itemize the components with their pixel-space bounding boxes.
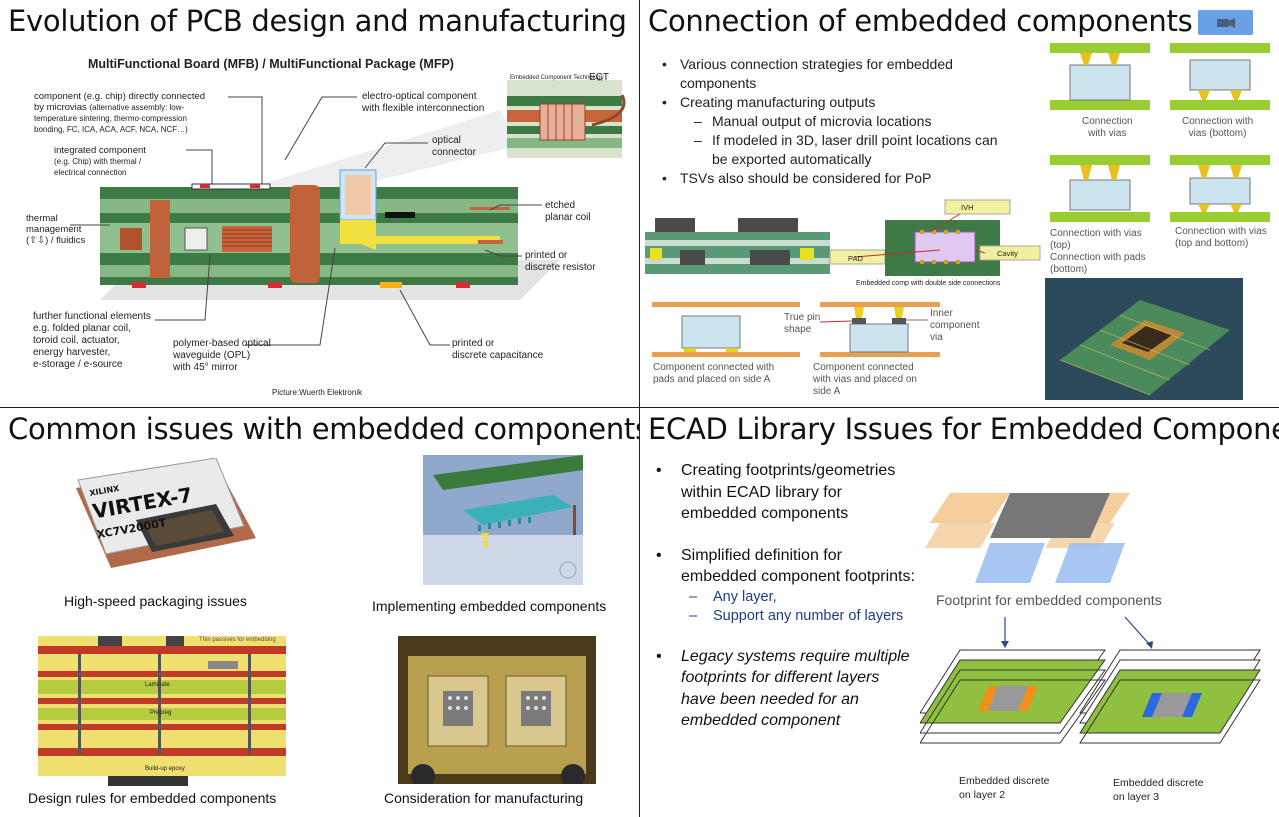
label-pad: PAD <box>848 254 863 263</box>
annotation-polymer: polymer-based optical waveguide (OPL) wi… <box>173 338 271 373</box>
variant-vias-top <box>1050 155 1150 222</box>
caption-manufacturing: Consideration for manufacturing <box>384 790 584 806</box>
annotation-printed-capacitance: printed or discrete capacitance <box>452 338 544 361</box>
manufacturing-photo <box>398 636 596 784</box>
variant-vias <box>1050 43 1150 110</box>
annotation-integrated: integrated component (e.g. Chip) with th… <box>54 145 146 177</box>
panel-pcb-evolution: Evolution of PCB design and manufacturin… <box>0 0 639 407</box>
annotation-optical-connector: optical connector <box>432 135 476 158</box>
bullet-item: Simplified definition for embedded compo… <box>656 545 916 588</box>
mfb-cross-section-diagram <box>70 80 626 346</box>
picture-credit: Picture:Wuerth Elektronik <box>272 388 363 397</box>
annotation-further: further functional elements e.g. folded … <box>33 311 151 370</box>
label-laminate: Laminate <box>145 682 170 688</box>
annotation-component: component (e.g. chip) directly connected… <box>34 91 206 134</box>
implementing-3d-image <box>423 455 583 585</box>
panel-connection-embedded: Connection of embedded components Variou… <box>640 0 1279 407</box>
annotation-electro-optical: electro-optical component with flexible … <box>362 91 485 114</box>
ect-label: ECT <box>589 72 609 83</box>
bullet-item: Various connection strategies for embedd… <box>660 55 1050 93</box>
bullet-item: Legacy systems require multiple footprin… <box>656 646 916 732</box>
caption-design-rules: Design rules for embedded components <box>28 790 277 806</box>
virtex-chip-image <box>76 458 256 568</box>
footprint-figure-label: Footprint for embedded components <box>936 592 1162 608</box>
design-rules-stack-image <box>38 636 286 786</box>
annotation-printed-resistor: printed or discrete resistor <box>525 250 596 273</box>
panel-title: Common issues with embedded components <box>8 412 639 446</box>
panel-ecad-library: ECAD Library Issues for Embedded Compone… <box>640 408 1279 817</box>
camera-button[interactable] <box>1198 10 1253 35</box>
caption-implementing: Implementing embedded components <box>372 598 607 614</box>
camera-icon <box>1216 17 1235 28</box>
label-prepreg: Prepreg <box>150 710 172 716</box>
panel-common-issues: Common issues with embedded components X… <box>0 408 639 817</box>
sub-bullet-item: Manual output of microvia locations <box>660 112 1050 131</box>
horizontal-divider <box>0 407 1279 408</box>
label-cavity: Cavity <box>997 249 1018 258</box>
panel-title: ECAD Library Issues for Embedded Compone… <box>648 412 1279 446</box>
caption-highspeed: High-speed packaging issues <box>64 593 247 609</box>
panel-title: Evolution of PCB design and manufacturin… <box>8 4 627 38</box>
sub-bullet-item: If modeled in 3D, laser drill point loca… <box>660 131 1050 169</box>
caption-vias-top-bottom: Connection with vias(top and bottom) <box>1175 226 1267 249</box>
bullet-item: Creating footprints/geometries within EC… <box>656 460 916 525</box>
label-buildup: Build-up epoxy <box>145 766 185 772</box>
connection-variants-diagram <box>645 43 1270 400</box>
caption-vias-top: Connection with vias(top) Connection wit… <box>1050 228 1146 275</box>
ect-small-label: Embedded Component Technology <box>510 75 604 81</box>
annotation-etched-coil: etched planar coil <box>545 200 591 223</box>
ecad-bullet-list: Creating footprints/geometries within EC… <box>656 460 916 752</box>
sub-bullet-item: Any layer, <box>656 588 916 607</box>
caption-embedded-comp: Embedded comp with double side connectio… <box>856 280 1001 287</box>
annotation-thermal: thermal management (⇧⇩) / fluidics <box>26 213 86 246</box>
label-thin-passives: Thin passives for embedding <box>199 637 276 643</box>
footprint-layers-diagram <box>920 493 1261 744</box>
vertical-divider <box>639 0 640 817</box>
connection-bullet-list: Various connection strategies for embedd… <box>660 55 1050 188</box>
variant-vias-top-bottom <box>1170 155 1270 222</box>
sub-bullet-item: Support any number of layers <box>656 607 916 626</box>
bullet-item: Creating manufacturing outputs <box>660 93 1050 112</box>
bullet-item: TSVs also should be considered for PoP <box>660 169 1050 188</box>
panel-title: Connection of embedded components <box>648 4 1193 38</box>
variant-vias-bottom <box>1170 43 1270 110</box>
label-ivh: IVH <box>961 203 974 212</box>
figure-title: MultiFunctional Board (MFB) / MultiFunct… <box>88 57 454 71</box>
